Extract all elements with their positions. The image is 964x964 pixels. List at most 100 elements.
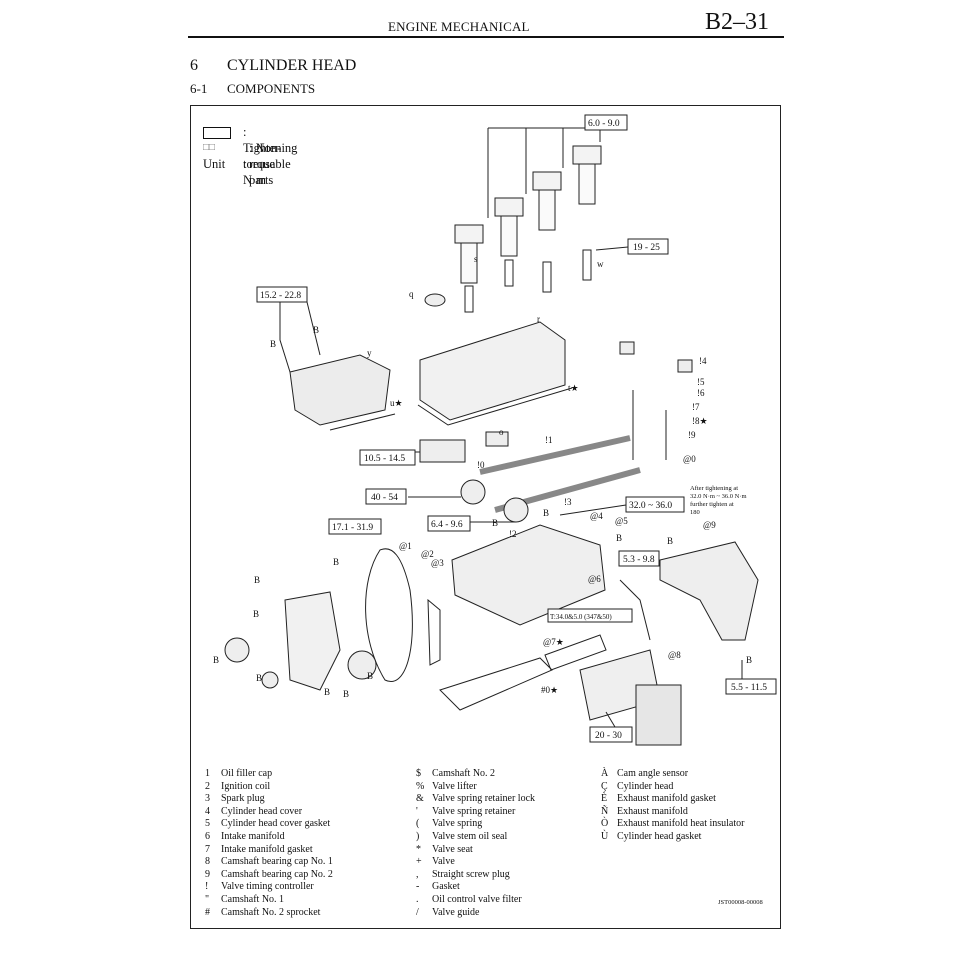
callout-label: @1 [399, 541, 412, 551]
part-name: Camshaft No. 2 sprocket [221, 906, 321, 918]
callout-label: B [324, 687, 330, 697]
part-key: * [416, 843, 421, 855]
callout-label: B [343, 689, 349, 699]
callout-label: B [270, 339, 276, 349]
callout-label: !3 [564, 497, 572, 507]
callout-label: B [254, 575, 260, 585]
torque-label: 6.4 - 9.6 [431, 520, 463, 530]
ignition-coil-group [454, 145, 602, 284]
part-name: Spark plug [221, 793, 265, 805]
parts-list-item: /Valve guide [416, 907, 535, 920]
part-name: Gasket [432, 881, 460, 893]
part-name: Valve seat [432, 843, 473, 855]
part-key: 1 [205, 768, 210, 779]
torque-label: 15.2 - 22.8 [260, 291, 301, 301]
part-name: Valve timing controller [221, 881, 314, 893]
torque-label: 10.5 - 14.5 [364, 454, 405, 464]
parts-list-item: Ç Cylinder head [601, 781, 744, 794]
parts-list-item: -Gasket [416, 881, 535, 894]
part-key: 5 [205, 818, 210, 830]
part-key: & [416, 793, 424, 805]
torque-label: 40 - 54 [371, 493, 398, 503]
callout-label: @9 [703, 520, 716, 530]
part-name: Oil filler cap [221, 768, 273, 779]
spark-plug-group [464, 249, 592, 313]
callout-label: o [499, 427, 504, 437]
part-name: Valve spring retainer lock [432, 793, 536, 805]
torque-label: 19 - 25 [633, 243, 660, 253]
callout-label: B [616, 533, 622, 543]
part-key: ' [416, 805, 418, 817]
part-key: 2 [205, 780, 210, 792]
callout-label: B [333, 557, 339, 567]
section-title: CYLINDER HEAD [227, 57, 357, 74]
callout-label: #0★ [541, 685, 558, 695]
part-name: Exhaust manifold gasket [617, 793, 716, 805]
part-key: 7 [205, 843, 210, 855]
part-name: Exhaust manifold [617, 805, 688, 817]
torque-box-icon [203, 127, 231, 139]
torque-label: 5.5 - 11.5 [731, 683, 767, 693]
part-key: Ç [601, 780, 608, 792]
part-key: - [416, 881, 420, 893]
part-name: Cylinder head cover [221, 805, 303, 817]
callout-label: @6 [588, 574, 601, 584]
part-key: " [205, 893, 210, 905]
parts-list-item: &Valve spring retainer lock [416, 793, 535, 806]
legend-unit-value: : N·m [243, 157, 266, 187]
torque-label: 17.1 - 31.9 [332, 523, 373, 533]
tightening-note-line: 32.0 N·m ~ 36.0 N·m [690, 493, 747, 500]
callout-label: u★ [390, 398, 403, 408]
callout-label: @5 [615, 516, 628, 526]
part-name: Camshaft No. 1 [221, 893, 285, 905]
callout-label: @4 [590, 511, 603, 521]
page-number: B2–31 [705, 9, 770, 35]
callout-label: !8★ [692, 416, 708, 426]
figure-code: JST00008-00008 [718, 899, 763, 906]
legend-tightening: : Tightening torque [243, 125, 298, 171]
part-key: / [416, 906, 419, 918]
legend-nonreusable: : Non-reusable parts [249, 141, 291, 187]
part-key: ) [416, 830, 420, 842]
torque-label: 20 - 30 [595, 731, 622, 741]
callout-label: B [492, 518, 498, 528]
figure-frame [190, 105, 781, 929]
part-key: # [205, 906, 210, 918]
callout-label: q [409, 289, 414, 299]
part-key: + [416, 856, 422, 868]
part-name: Valve spring [432, 818, 483, 830]
callout-label: @7★ [543, 637, 564, 647]
part-name: Intake manifold [221, 830, 285, 842]
tightening-note-line: 180 [690, 509, 700, 516]
callout-label: !5 [697, 377, 705, 387]
part-name: Camshaft No. 2 [432, 768, 496, 779]
part-key: , [416, 868, 419, 880]
parts-list-item: .Oil control valve filter [416, 894, 535, 907]
part-name: Cylinder head [617, 780, 674, 792]
part-key: . [416, 893, 419, 905]
parts-list-item: $Camshaft No. 2 [416, 768, 535, 781]
part-key: ( [416, 818, 420, 830]
part-name: Straight screw plug [432, 868, 510, 880]
callout-label: r [537, 314, 540, 324]
parts-list-item: ! Valve timing controller [205, 881, 333, 894]
tightening-note-line: After tightening at [690, 485, 738, 492]
part-name: Valve spring retainer [432, 805, 516, 817]
part-key: ! [205, 881, 209, 893]
torque-label: T:34.0&5.0 (347&50) [550, 613, 612, 621]
subsection-number: 6-1 [190, 81, 208, 96]
subsection-title: COMPONENTS [227, 81, 316, 96]
part-key: 6 [205, 830, 210, 842]
part-name: Cam angle sensor [617, 768, 689, 779]
callout-label: B [253, 609, 259, 619]
parts-list-col2: $Camshaft No. 2%Valve lifter&Valve sprin… [416, 768, 535, 919]
part-name: Valve [432, 856, 455, 868]
callout-label: B [543, 508, 549, 518]
header-rule [188, 36, 784, 38]
